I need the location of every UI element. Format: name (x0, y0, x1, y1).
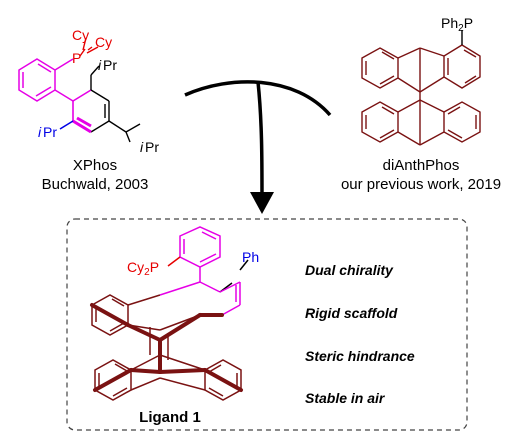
feature-item: Dual chirality (305, 262, 394, 278)
dianthphos-source: our previous work, 2019 (341, 176, 501, 193)
xphos-ipr-top-pr: Pr (103, 57, 117, 73)
xphos-name: XPhos (73, 157, 117, 174)
xphos-ipr-left-i: i (38, 124, 42, 140)
feature-item: Steric hindrance (305, 348, 415, 364)
feature-list: Dual chirality Rigid scaffold Steric hin… (305, 262, 415, 406)
xphos-structure: Cy Cy P i Pr i Pr i Pr (18, 27, 159, 155)
feature-item: Stable in air (305, 390, 386, 406)
dianthphos-p: P (464, 15, 473, 31)
ligand-structure: Cy2P Ph (90, 226, 259, 401)
xphos-trip-ring (72, 89, 92, 121)
ligand-cy-sub: 2 (144, 267, 150, 278)
dianthphos-ph2p: Ph2P (441, 15, 473, 34)
xphos-ipr-para-pr: Pr (145, 139, 159, 155)
xphos-trip-ring-black (90, 65, 141, 143)
ligand-frame (66, 218, 468, 431)
ligand-ph: Ph (242, 249, 259, 265)
ligand-mid-aryl (199, 259, 249, 316)
dianthphos-name: diAnthPhos (383, 157, 460, 174)
ligand-top-aryl (167, 226, 221, 282)
feature-item: Rigid scaffold (305, 305, 398, 321)
dianthphos-structure (361, 30, 481, 146)
dianthphos-ph-sub: 2 (458, 23, 464, 34)
xphos-p-cy-bonds (79, 37, 99, 57)
ligand-cy2p: Cy2P (127, 259, 159, 278)
ligand-scaffold (91, 281, 242, 401)
ligand-cy: Cy (127, 259, 144, 275)
merge-arrow (184, 80, 332, 214)
ligand-p: P (150, 259, 159, 275)
xphos-p-atom: P (72, 50, 81, 66)
xphos-cy-top: Cy (72, 27, 89, 43)
xphos-source: Buchwald, 2003 (42, 176, 149, 193)
ligand-name: Ligand 1 (139, 409, 201, 426)
xphos-cy-right: Cy (95, 34, 112, 50)
xphos-phenyl-ring (18, 58, 74, 102)
xphos-ipr-left-pr: Pr (43, 124, 57, 140)
dianthphos-ph: Ph (441, 15, 458, 31)
xphos-ipr-para-i: i (140, 139, 144, 155)
xphos-bold-bonds (72, 116, 92, 134)
xphos-ipr-top-i: i (98, 57, 102, 73)
xphos-ipr-ortho-bond (59, 120, 74, 130)
ligand-bold-bonds (90, 303, 243, 392)
